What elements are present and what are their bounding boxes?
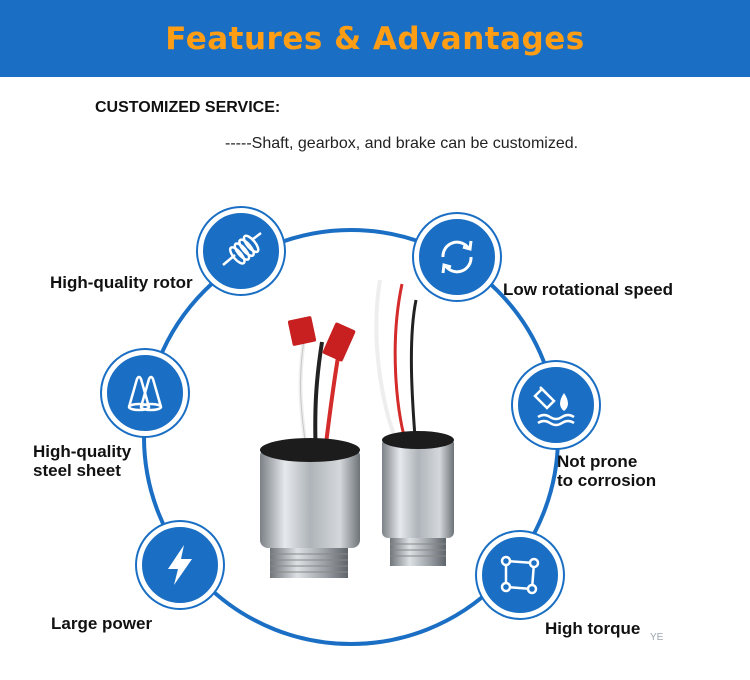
square-nodes-icon [500,555,540,595]
drop-test-tube-icon [533,386,575,427]
lightning-icon [168,545,192,585]
service-title: CUSTOMIZED SERVICE: [95,99,281,116]
feature-label-power: Large power [51,614,153,633]
steel-pipes-icon [127,375,163,412]
page-title: Features & Advantages [165,20,585,57]
header-banner: Features & Advantages [0,0,750,77]
badge-steel [102,350,188,436]
feature-label-torque: High torque [545,619,641,638]
rotation-arrows-icon [441,240,473,274]
badge-rotation [414,214,500,300]
service-description: -----Shaft, gearbox, and brake can be cu… [225,135,579,152]
badge-torque [477,532,563,618]
badge-rotor [198,208,284,294]
feature-label-steel: High-quality steel sheet [33,442,132,480]
feature-label-corrosion: Not prone to corrosion [557,452,657,490]
badge-corrosion [513,362,599,448]
feature-label-rotation: Low rotational speed [503,280,674,299]
badge-power [137,522,223,608]
watermark: YE [650,632,664,643]
coil-rotor-icon [222,232,262,266]
feature-label-rotor: High-quality rotor [50,273,193,292]
dc-motor-photo [260,279,454,578]
